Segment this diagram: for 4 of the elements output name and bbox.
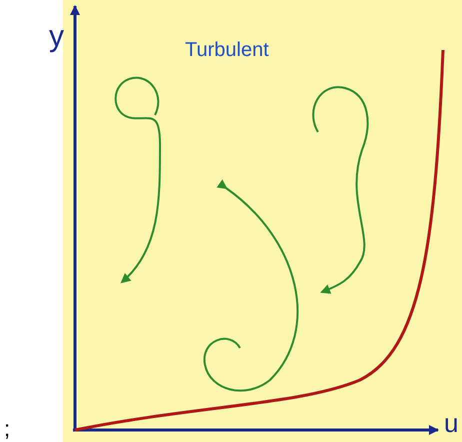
flow-regime-label: Turbulent bbox=[185, 40, 269, 60]
axis-label: u bbox=[444, 410, 458, 436]
punctuation-mark: ; bbox=[4, 418, 10, 440]
axis-label: y bbox=[49, 22, 64, 52]
